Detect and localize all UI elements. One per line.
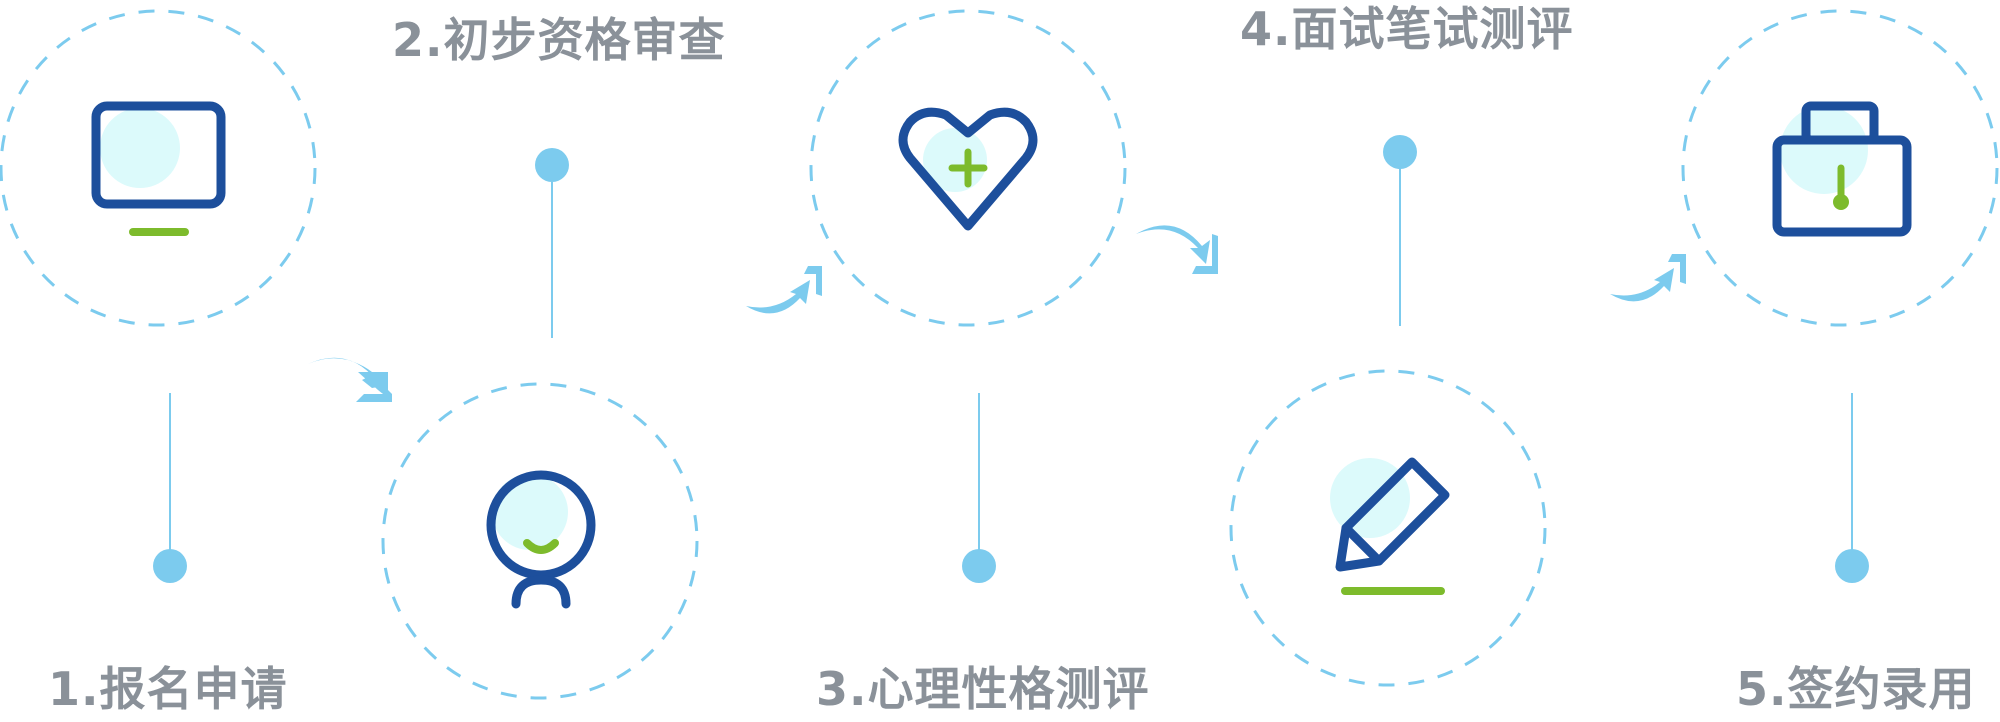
step-1-dashed-circle [0, 9, 317, 327]
step-3-dashed-circle [809, 9, 1127, 327]
step-3-label: 3.心理性格测评 [816, 662, 1150, 716]
step-5 [1681, 9, 1999, 583]
monitor-icon [91, 101, 226, 236]
person-icon [486, 470, 596, 609]
flow-arrow-2 [746, 266, 822, 314]
briefcase-icon [1772, 101, 1912, 237]
flow-arrow-1 [308, 357, 392, 402]
step-5-dot [1835, 549, 1869, 583]
step-4 [1229, 135, 1547, 687]
step-1-label: 1.报名申请 [48, 662, 288, 716]
heart-plus-icon [898, 107, 1038, 231]
step-5-label: 5.签约录用 [1736, 662, 1976, 716]
step-5-dashed-circle [1681, 9, 1999, 327]
step-1 [0, 9, 317, 583]
step-3 [809, 9, 1127, 583]
step-2-dot [535, 148, 569, 182]
flow-arrow-3 [1136, 225, 1218, 274]
step-4-dot [1383, 135, 1417, 169]
step-4-dashed-circle [1229, 369, 1547, 687]
pencil-icon [1330, 457, 1450, 595]
step-2-dashed-circle [381, 382, 699, 700]
step-3-dot [962, 549, 996, 583]
step-4-label: 4.面试笔试测评 [1240, 2, 1574, 56]
step-1-dot [153, 549, 187, 583]
step-2-label: 2.初步资格审查 [392, 13, 726, 67]
step-2 [381, 148, 699, 700]
flow-arrow-4 [1610, 254, 1686, 302]
